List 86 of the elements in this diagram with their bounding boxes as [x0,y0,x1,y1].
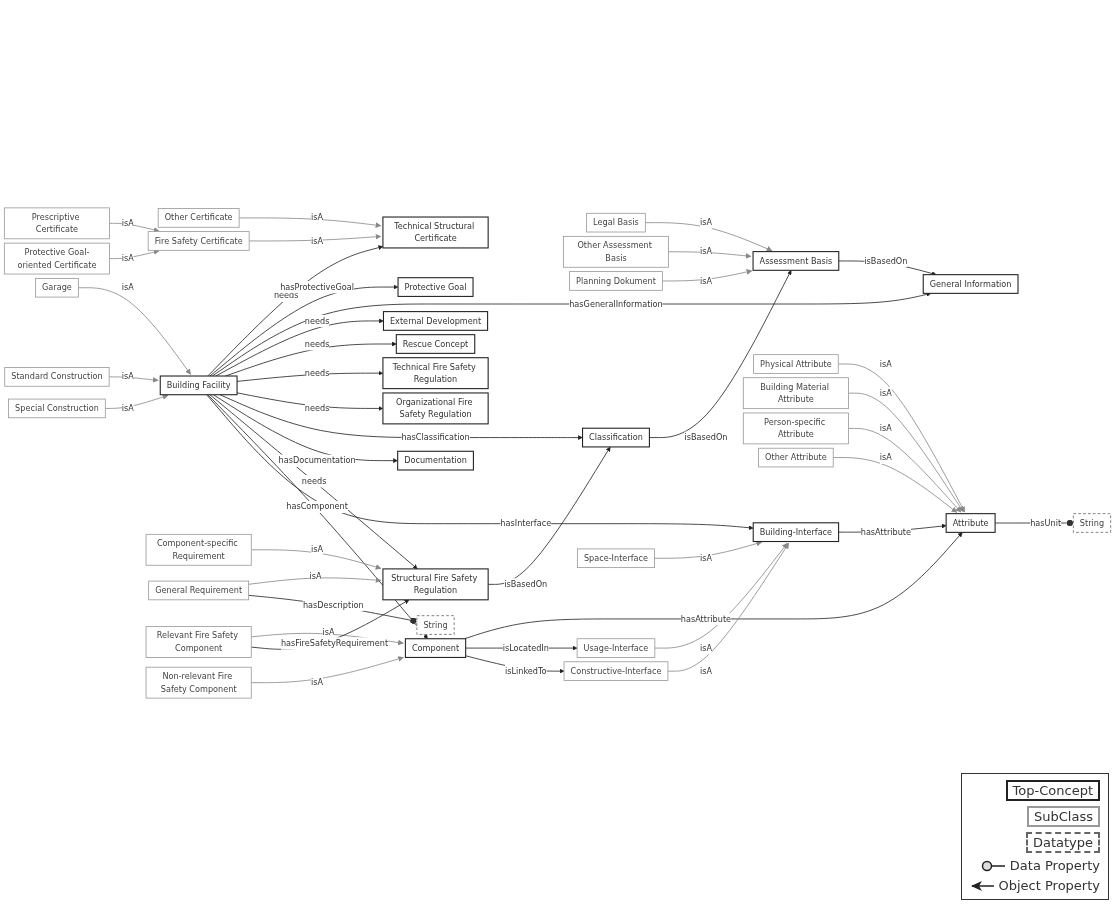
node-box [159,375,238,396]
edge-label: isA [309,571,322,581]
edge-label: isA [699,643,712,653]
edge-label: isA [121,403,134,414]
edge-label: isA [699,666,712,676]
node-box [753,354,839,374]
edge-label: isA [879,423,892,434]
edge-label: isA [879,388,892,398]
node-box [397,450,474,471]
legend-label: Data Property [1009,858,1100,873]
edge-label: isA [699,246,712,257]
node-box [148,580,250,601]
legend-label: Object Property [998,878,1100,893]
node-box [752,251,840,271]
edge-label: isLocatedIn [502,643,549,653]
node-box [397,277,474,297]
edge-label: hasFireSafetyRequirement [280,638,389,649]
edge-label: isBasedOn [684,432,728,443]
node-box [145,626,252,658]
legend-sample-label: Datatype [1025,832,1100,853]
node-box [1072,513,1112,533]
node-box [582,427,650,448]
edge-label: isBasedOn [504,579,548,590]
node-box [147,231,250,251]
node-box [742,377,849,410]
edge-label: isA [311,235,324,246]
node-box [145,533,252,566]
node-box [945,513,996,533]
node-box [395,334,476,354]
edge-label: isBasedOn [864,255,908,266]
edge-label: isA [699,553,712,563]
legend-sample-label: SubClass [1027,806,1100,827]
edge-label: hasDescription [302,600,364,610]
node-box [404,638,467,658]
edge-label: isA [311,212,324,223]
node-box [3,207,110,240]
edge-label: isA [699,217,712,228]
node-box [758,447,834,468]
node-box [562,235,669,268]
node-box [382,216,489,249]
edge-label: isA [121,253,134,264]
edge-label: needs [304,315,330,326]
node-box [577,548,655,568]
edge-label: needs [304,339,330,349]
edge-label: hasUnit [1030,517,1062,528]
edge-label: isA [311,677,324,688]
node-box [145,666,252,699]
node-box [569,271,663,291]
node-box [742,412,849,445]
edge-label: hasComponent [286,501,348,512]
node-box [3,242,110,275]
edge-label: hasProtectiveGoal [280,282,354,292]
edge-label: hasGeneralInformation [569,298,663,309]
node-box [382,392,489,425]
edge-label: hasInterface [500,518,552,529]
edge-label: isA [699,275,712,286]
node-box [382,357,489,390]
edge-label: needs [301,476,327,486]
edge-label: isA [322,627,335,637]
node-box [382,568,489,601]
node-box [382,311,489,331]
edge-label: needs [304,403,330,414]
edge-label: isA [121,218,134,229]
edge-label: hasClassification [401,432,470,443]
edge-label: isLinkedTo [504,666,547,676]
node-box [576,638,656,658]
node-box [752,522,840,543]
node-box [4,367,110,387]
edge-label: isA [121,282,134,293]
edge-label: needs [273,290,299,301]
node-box [586,212,646,233]
node-box [563,661,669,681]
node-box [8,398,106,419]
edge-label: isA [879,452,892,463]
node-box [157,208,240,228]
edge-label: isA [121,371,134,382]
legend-sample-label: Top-Concept [1005,780,1100,801]
edge-label: hasDocumentation [278,455,356,466]
edge-label: needs [304,368,330,378]
node-box [922,274,1019,294]
node-box [416,615,455,635]
edge-label: hasAttribute [860,527,912,537]
edge-label: hasAttribute [680,613,732,624]
edge-label: isA [879,359,892,369]
node-box [35,277,79,298]
edge-label: isA [311,544,324,555]
